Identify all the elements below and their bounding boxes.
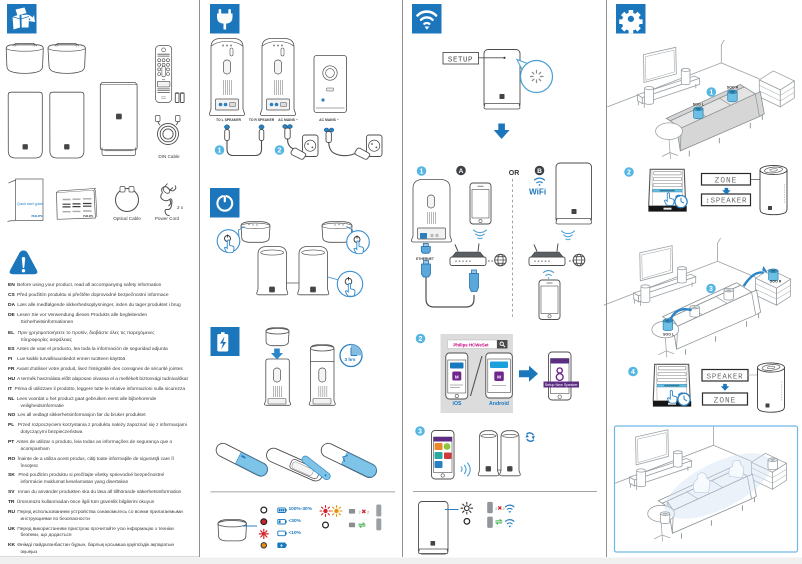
- svg-text:SOO R: SOO R: [727, 85, 739, 89]
- svg-text:ZONE: ZONE: [714, 398, 737, 406]
- svg-text:B: B: [537, 168, 542, 175]
- svg-text:WiFi: WiFi: [529, 188, 546, 197]
- svg-text:3: 3: [418, 429, 422, 436]
- svg-text:2: 2: [359, 509, 362, 514]
- svg-text:1: 1: [420, 169, 424, 176]
- svg-text:1: 1: [218, 148, 222, 155]
- svg-text:Philips HCWeSet: Philips HCWeSet: [453, 342, 489, 347]
- svg-text:OR: OR: [509, 170, 520, 177]
- svg-text:SPEAKER: SPEAKER: [707, 374, 744, 382]
- svg-text:M: M: [497, 375, 501, 380]
- svg-text:M: M: [455, 374, 459, 379]
- svg-text:SETUP: SETUP: [448, 56, 473, 64]
- svg-text:1: 1: [709, 90, 713, 97]
- svg-text:4: 4: [631, 369, 635, 376]
- svg-text:Setup New Speaker: Setup New Speaker: [545, 383, 579, 387]
- svg-text:2: 2: [503, 506, 506, 511]
- svg-text:A: A: [459, 168, 464, 175]
- svg-text:2: 2: [419, 336, 423, 343]
- svg-text:2: 2: [495, 506, 498, 511]
- svg-text:2: 2: [627, 170, 631, 177]
- svg-text:↕SPEAKER: ↕SPEAKER: [705, 198, 747, 206]
- svg-text:2: 2: [278, 148, 282, 155]
- svg-text:3: 3: [709, 286, 713, 293]
- svg-text:SOO R: SOO R: [770, 280, 782, 284]
- svg-text:2: 2: [367, 509, 370, 514]
- svg-text:ZONE: ZONE: [715, 178, 738, 186]
- svg-text:SOO L: SOO L: [693, 102, 705, 106]
- svg-text:SOO L: SOO L: [663, 333, 675, 337]
